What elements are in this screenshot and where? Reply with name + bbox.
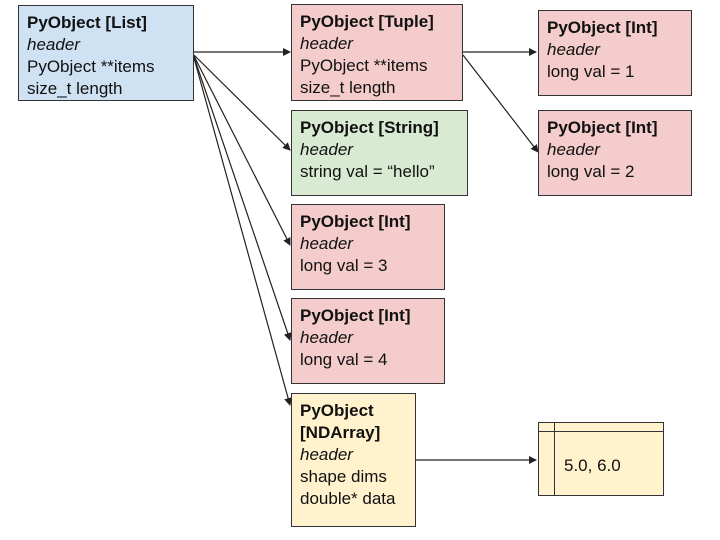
arrow-tuple-to-int2 bbox=[462, 54, 539, 153]
int2-node-header: header bbox=[547, 140, 600, 159]
int4-node-value: long val = 4 bbox=[300, 350, 388, 369]
list-node-header: header bbox=[27, 35, 80, 54]
int2-node-value: long val = 2 bbox=[547, 162, 635, 181]
tuple-node-items-field: PyObject **items bbox=[300, 56, 428, 75]
tuple-node-length-field: size_t length bbox=[300, 78, 396, 97]
ndarray-node-title: PyObject [NDArray] bbox=[300, 401, 381, 442]
int3-node-value: long val = 3 bbox=[300, 256, 388, 275]
int3-node-header: header bbox=[300, 234, 353, 253]
ndarray-node-data-field: double* data bbox=[300, 489, 396, 508]
arrow-list-to-string bbox=[193, 54, 291, 151]
string-node-header: header bbox=[300, 140, 353, 159]
double-data-array: 5.0, 6.0 bbox=[538, 422, 664, 496]
ndarray-node-dims-field: shape dims bbox=[300, 467, 387, 486]
list-node-length-field: size_t length bbox=[27, 79, 123, 98]
int3-node: PyObject [Int] header long val = 3 bbox=[291, 204, 445, 290]
int4-node: PyObject [Int] header long val = 4 bbox=[291, 298, 445, 384]
int3-node-title: PyObject [Int] bbox=[300, 212, 411, 231]
list-node-title: PyObject [List] bbox=[27, 13, 147, 32]
int2-node: PyObject [Int] header long val = 2 bbox=[538, 110, 692, 196]
list-node: PyObject [List] header PyObject **items … bbox=[18, 5, 194, 101]
int1-node: PyObject [Int] header long val = 1 bbox=[538, 10, 692, 96]
int1-node-title: PyObject [Int] bbox=[547, 18, 658, 37]
int1-node-value: long val = 1 bbox=[547, 62, 635, 81]
string-node: PyObject [String] header string val = “h… bbox=[291, 110, 468, 196]
array-values: 5.0, 6.0 bbox=[564, 456, 621, 475]
int4-node-title: PyObject [Int] bbox=[300, 306, 411, 325]
tuple-node: PyObject [Tuple] header PyObject **items… bbox=[291, 4, 463, 101]
arrow-list-to-int4 bbox=[193, 56, 292, 341]
ndarray-node-header: header bbox=[300, 445, 353, 464]
array-index-divider bbox=[554, 423, 555, 495]
int4-node-header: header bbox=[300, 328, 353, 347]
int2-node-title: PyObject [Int] bbox=[547, 118, 658, 137]
int1-node-header: header bbox=[547, 40, 600, 59]
string-node-value: string val = “hello” bbox=[300, 162, 435, 181]
tuple-node-header: header bbox=[300, 34, 353, 53]
arrow-list-to-ndarray bbox=[193, 57, 292, 406]
ndarray-node: PyObject [NDArray] header shape dims dou… bbox=[291, 393, 416, 527]
arrow-list-to-int3 bbox=[193, 55, 291, 246]
tuple-node-title: PyObject [Tuple] bbox=[300, 12, 434, 31]
array-header-divider bbox=[539, 431, 663, 432]
string-node-title: PyObject [String] bbox=[300, 118, 439, 137]
list-node-items-field: PyObject **items bbox=[27, 57, 155, 76]
